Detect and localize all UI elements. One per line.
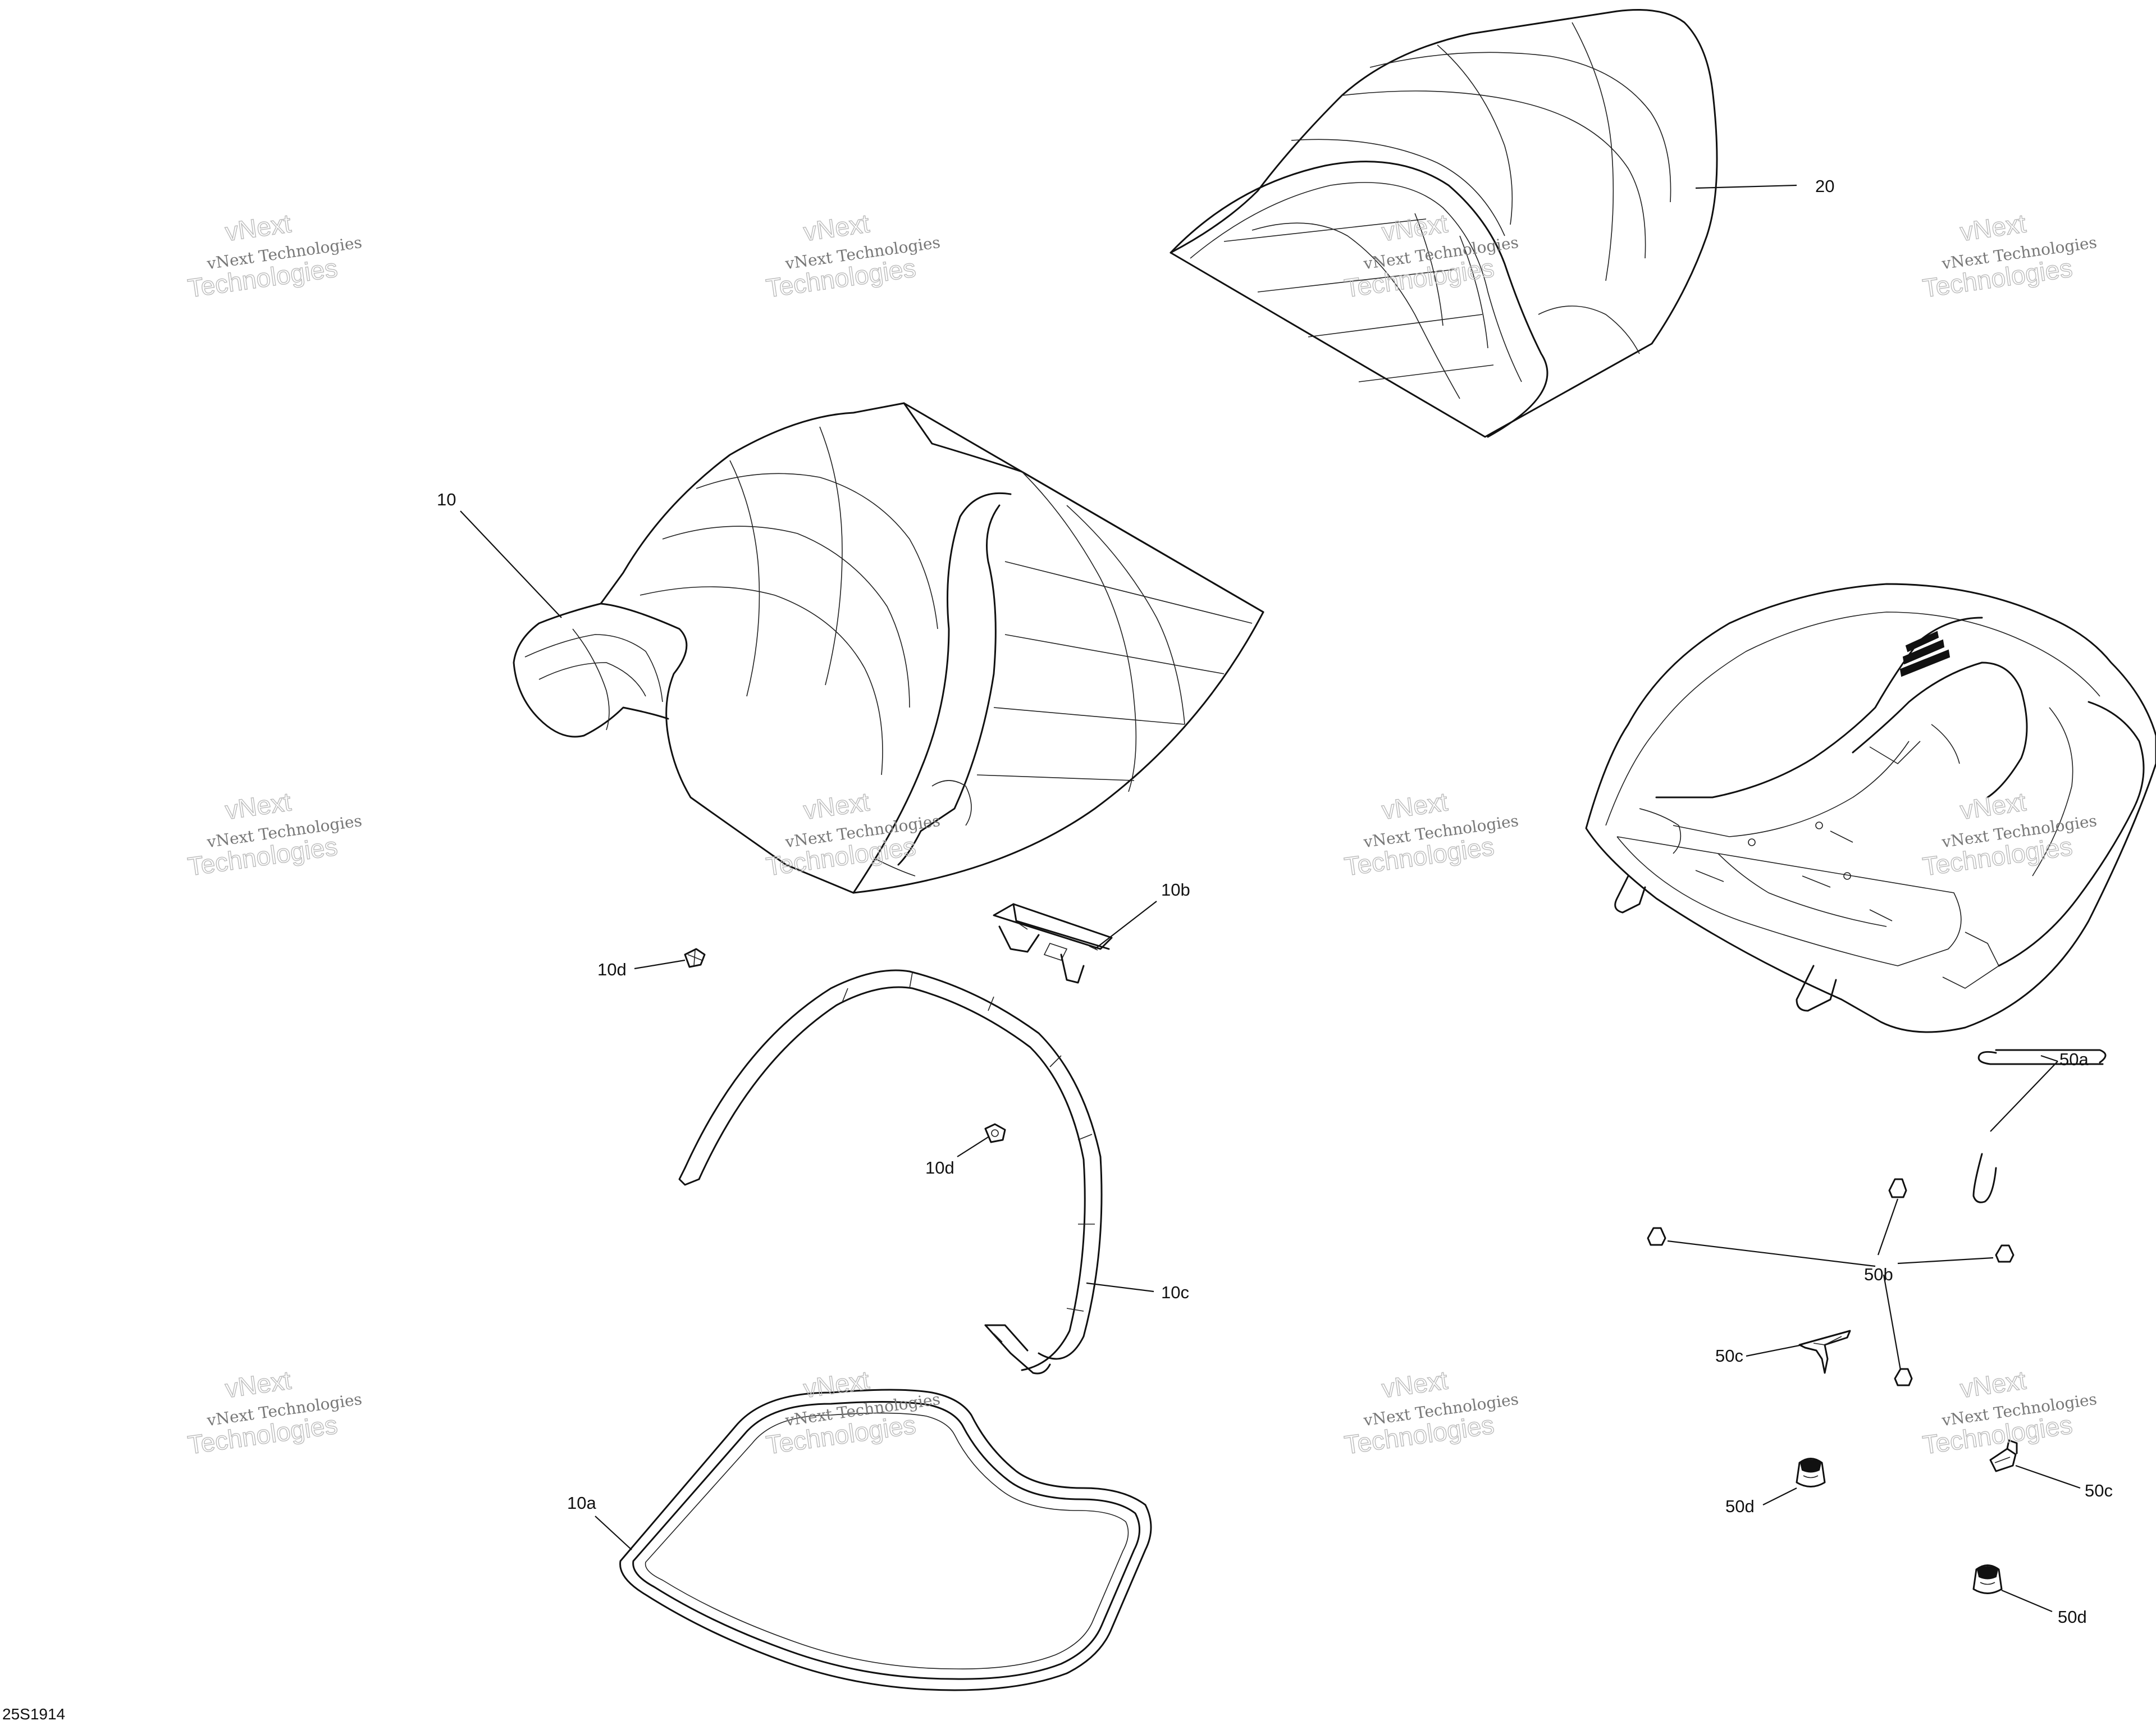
part-10c-strap xyxy=(678,969,1103,1375)
leader-50b-3 xyxy=(1877,1198,1899,1256)
leader-50c-right xyxy=(2015,1464,2081,1489)
svg-text:vNext: vNext xyxy=(802,787,871,825)
leader-50d-left xyxy=(1762,1487,1797,1505)
leader-50c-left xyxy=(1746,1344,1803,1357)
leader-lines xyxy=(460,184,2081,1613)
callout-50b: 50b xyxy=(1864,1265,1893,1284)
svg-text:vNext: vNext xyxy=(1380,1365,1450,1403)
leader-20 xyxy=(1695,184,1797,189)
part-20-rear-seat xyxy=(1170,9,1718,438)
leader-50b-2 xyxy=(1897,1257,1994,1265)
watermark: vNext vNext Technologies Technologies xyxy=(764,208,941,304)
leader-10c xyxy=(1086,1282,1154,1293)
callout-labels: 20 10 10b 10d 10d 10c 10a 50a 50b 50c 50… xyxy=(437,176,2113,1627)
callout-10d-mid: 10d xyxy=(925,1158,954,1178)
part-10d-fastener-mid xyxy=(984,1123,1006,1143)
part-10a-seal xyxy=(619,1389,1152,1691)
watermarks: vNext vNext Technologies Technologies vN… xyxy=(185,208,2098,1461)
leader-50b-4 xyxy=(1883,1274,1902,1371)
part-50c-clip-left xyxy=(1798,1330,1851,1374)
svg-text:vNext: vNext xyxy=(223,1365,293,1403)
part-10-front-seat xyxy=(513,402,1264,894)
callout-50c-right: 50c xyxy=(2085,1481,2113,1500)
watermark: vNext vNext Technologies Technologies xyxy=(185,787,363,882)
part-50b-bumpers xyxy=(1647,1178,2015,1386)
watermark: vNext vNext Technologies Technologies xyxy=(764,787,941,882)
svg-text:vNext: vNext xyxy=(1380,787,1450,825)
svg-text:vNext: vNext xyxy=(1380,208,1450,247)
seat-base-assembly xyxy=(1585,583,2156,1033)
part-10b-latch xyxy=(993,903,1113,984)
svg-text:vNext: vNext xyxy=(1958,208,2028,247)
leader-50d-right xyxy=(2001,1589,2053,1613)
svg-text:vNext: vNext xyxy=(802,208,871,247)
svg-text:vNext: vNext xyxy=(1958,787,2028,825)
svg-text:vNext: vNext xyxy=(223,787,293,825)
callout-50c-left: 50c xyxy=(1715,1346,1743,1366)
callout-10d-top: 10d xyxy=(597,960,627,979)
watermark: vNext vNext Technologies Technologies xyxy=(1920,208,2098,304)
callout-10b: 10b xyxy=(1161,880,1190,900)
watermark: vNext vNext Technologies Technologies xyxy=(1920,787,2098,882)
leader-10b xyxy=(1094,901,1157,950)
leader-10d-mid xyxy=(957,1137,989,1157)
watermark: vNext vNext Technologies Technologies xyxy=(764,1365,941,1461)
callout-50a: 50a xyxy=(2059,1049,2089,1069)
part-50c-clip-right xyxy=(1989,1439,2018,1472)
callout-10: 10 xyxy=(437,490,456,509)
leader-10d-top xyxy=(634,959,686,970)
part-50d-nut-right xyxy=(1972,1564,2003,1594)
callout-20: 20 xyxy=(1815,176,1834,196)
svg-text:vNext: vNext xyxy=(223,208,293,247)
leader-50b-1 xyxy=(1667,1240,1876,1267)
svg-text:vNext: vNext xyxy=(1958,1365,2028,1403)
callout-50d-right: 50d xyxy=(2058,1607,2087,1627)
callout-50d-left: 50d xyxy=(1725,1496,1755,1516)
part-50d-nut-left xyxy=(1796,1458,1826,1487)
callout-10a: 10a xyxy=(567,1493,596,1513)
leader-50a-2 xyxy=(1990,1061,2058,1132)
svg-text:vNext: vNext xyxy=(802,1365,871,1403)
document-id: 25S1914 xyxy=(2,1705,65,1723)
watermark: vNext vNext Technologies Technologies xyxy=(1342,1365,1519,1461)
callout-10c: 10c xyxy=(1161,1283,1189,1302)
watermark: vNext vNext Technologies Technologies xyxy=(185,208,363,304)
leader-10 xyxy=(460,510,562,618)
part-10d-fastener-top xyxy=(684,948,706,968)
leader-50a-1 xyxy=(2040,1055,2058,1062)
watermark: vNext vNext Technologies Technologies xyxy=(1920,1365,2098,1461)
watermark: vNext vNext Technologies Technologies xyxy=(1342,787,1519,882)
part-50a-rod xyxy=(1972,1049,2107,1203)
watermark: vNext vNext Technologies Technologies xyxy=(1342,208,1519,304)
watermark: vNext vNext Technologies Technologies xyxy=(185,1365,363,1461)
leader-10a xyxy=(595,1516,632,1550)
